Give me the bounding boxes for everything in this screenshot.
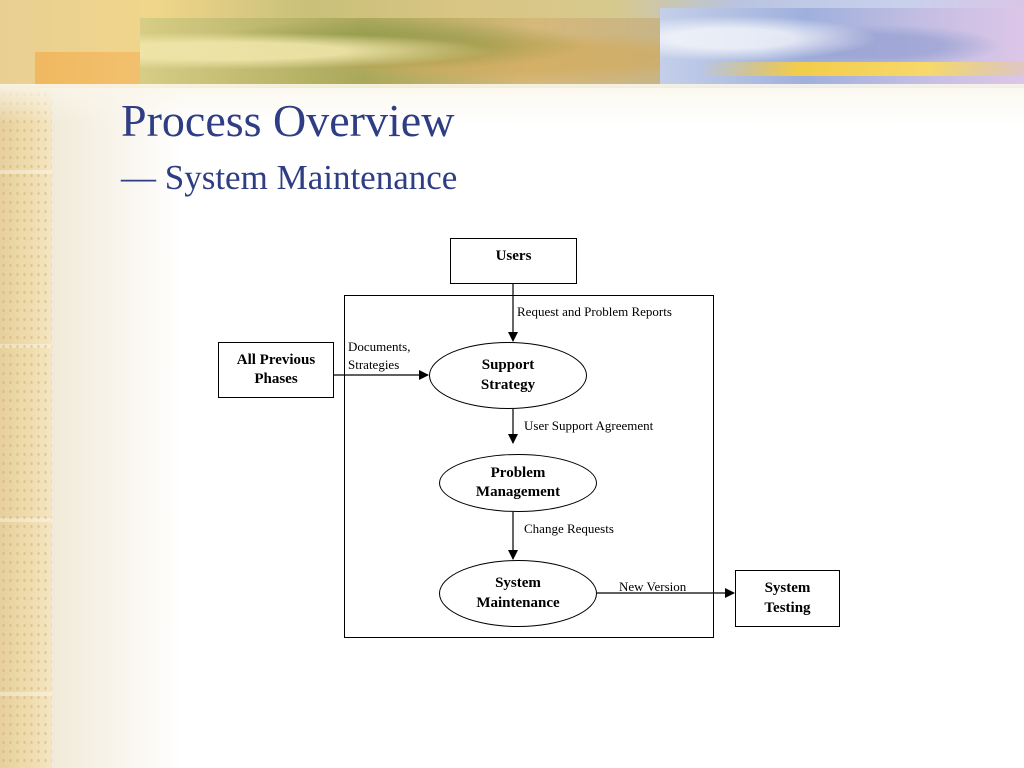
flow-label-request-reports: Request and Problem Reports <box>517 304 672 319</box>
node-system-testing: System Testing <box>735 570 840 627</box>
slide-subtitle: — System Maintenance <box>121 158 458 197</box>
maintenance-boundary-frame <box>344 295 714 638</box>
flow-label-new-version: New Version <box>619 579 687 594</box>
decorative-banner-fade <box>0 84 1024 124</box>
node-all-previous-phases: All Previous Phases <box>218 342 334 398</box>
flow-label-change-requests: Change Requests <box>524 521 614 536</box>
decorative-left-strip <box>0 0 52 768</box>
node-problem-management: Problem Management <box>439 454 597 512</box>
flow-label-user-support-agreement: User Support Agreement <box>524 418 654 433</box>
slide-title: Process Overview <box>121 95 455 146</box>
node-users: Users <box>450 238 577 284</box>
node-system-maintenance: System Maintenance <box>439 560 597 627</box>
decorative-left-fade <box>52 0 182 768</box>
decorative-banner-leaves <box>140 18 700 84</box>
flow-label-documents-strategies: Documents, Strategies <box>348 339 411 372</box>
node-support-strategy: Support Strategy <box>429 342 587 409</box>
